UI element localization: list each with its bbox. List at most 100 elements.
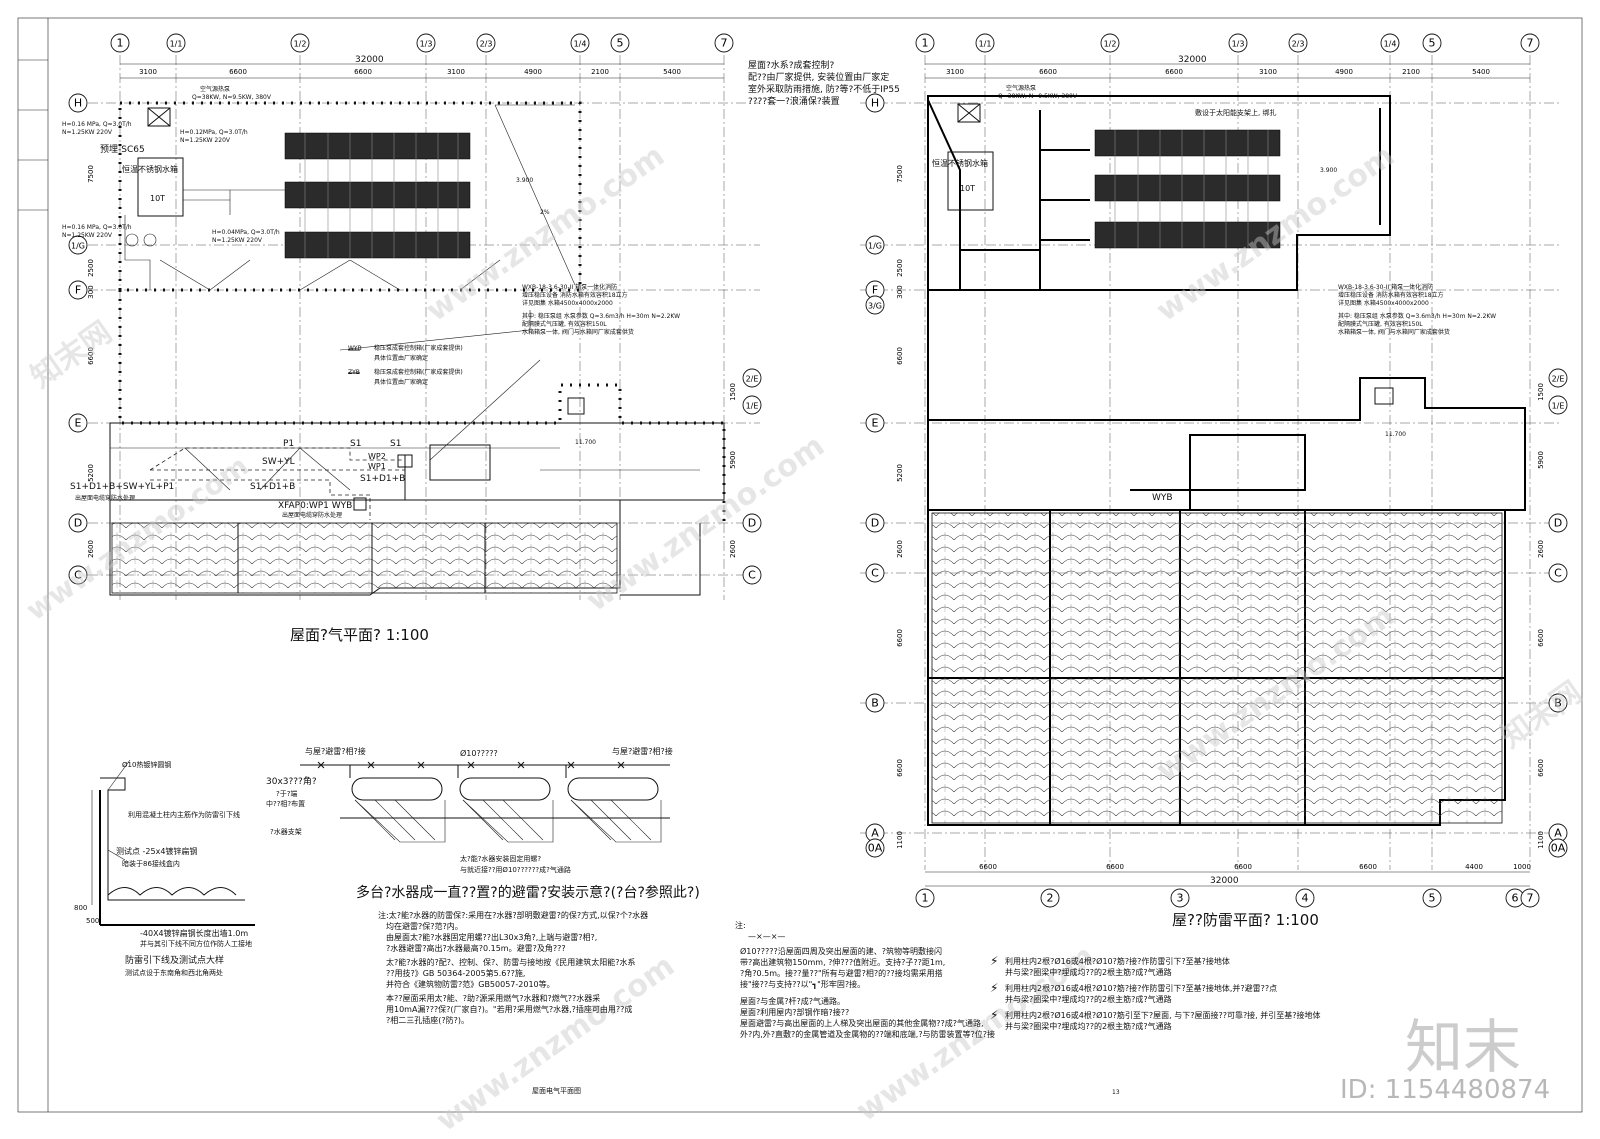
- axis-top-left-bubble: [416, 33, 436, 53]
- note-line: 屋面?与金属?杆?成?气通路。: [740, 997, 845, 1006]
- dimension-top-left: 3100: [139, 68, 157, 76]
- axis-left-right-label: H: [871, 97, 879, 110]
- wire-label: WP1: [368, 462, 386, 471]
- dimension-right-right: 6600: [1537, 629, 1545, 647]
- axis-right-right-bubble: [1548, 693, 1568, 713]
- notes-title: 注:: [735, 921, 746, 930]
- note-pump: H=0.12MPa, Q=3.0T/h: [180, 129, 248, 136]
- detail-label: 与屋?避雷?相?接: [305, 747, 366, 756]
- symbol-note: 利用柱内2根?Ø16或4根?Ø10?筋?接?作防雷引下?至基?接地体: [1005, 957, 1230, 966]
- detail-note: 均在避雷?保?范?内。: [386, 922, 463, 931]
- box-note: 配隔膜式气压罐, 有效容积150L: [522, 321, 607, 328]
- axis-right-left-bubble: [742, 513, 762, 533]
- detail-caption: 防雷引下线及测试点大样: [125, 956, 225, 966]
- axis-right-right-bubble: [1548, 513, 1568, 533]
- lightning-symbol-icon: ⚡: [990, 1008, 999, 1022]
- axis-top-left-label: 1/4: [574, 40, 587, 49]
- dimension-right-right: 1100: [1537, 831, 1545, 849]
- axis-bottom-right-label: 3: [1177, 892, 1184, 905]
- box-note: 其中: 稳压泵组 水泵参数 Q=3.6m3/h H=30m N=2.2KW: [1338, 313, 1497, 320]
- detail-label: 与就近接??用Ø10??????成?气通路: [460, 866, 571, 874]
- dimension-top-right: 3100: [946, 68, 964, 76]
- detail-note: ?相二三孔插座(?防?)。: [386, 1016, 469, 1025]
- wire-label: XFAP0:WP1 WYB: [278, 501, 353, 511]
- note-line: 屋面避雷?与高出屋面的上人梯及突出屋面的其他金属物??成?气通路,: [740, 1019, 984, 1028]
- note-pump-power: N=1.25KW 220V: [180, 137, 230, 144]
- box-note: 详见图集 水箱4500x4000x2000: [1338, 300, 1429, 307]
- lightning-symbol-icon: ⚡: [990, 954, 999, 968]
- dimension-right-right: 5900: [1537, 451, 1545, 469]
- axis-top-right-bubble: [1288, 33, 1308, 53]
- detail-note: 由屋面太?能?水器固定用螺??出L30x3角?,上端与避雷?相?,: [386, 933, 598, 942]
- axis-left-left-bubble: [68, 280, 88, 300]
- axis-right-left-label: D: [748, 517, 756, 530]
- wire-label: SW+YL: [262, 457, 295, 467]
- axis-right-right-label: A: [1554, 827, 1562, 840]
- note-air-spec: Q=38KW, N=9.5KW, 380V: [192, 94, 271, 101]
- axis-left-left-label: E: [75, 417, 82, 430]
- dimension-top-right: 3100: [1259, 68, 1277, 76]
- wire-label: P1: [283, 439, 295, 449]
- detail-note: 本??屋面采用太?能、?助?源采用燃气?水器和?燃气??水器采: [386, 994, 601, 1003]
- axis-left-left-label: 1/G: [71, 242, 85, 251]
- dimension-left-left: 6600: [87, 347, 95, 365]
- axis-left-right-bubble: [865, 295, 885, 315]
- axis-bottom-right-bubble: [915, 888, 935, 908]
- detail-caption: 多台?水器成一直??置?的避雷?安装示意?(?台?参照此?): [356, 885, 700, 901]
- axis-top-right-label: 7: [1527, 37, 1534, 50]
- detail-label: 中??相?布置: [266, 800, 306, 808]
- water-heater-lightning-detail: [300, 761, 670, 843]
- axis-left-right-bubble: [865, 93, 885, 113]
- dimension-left-left: 7500: [87, 165, 95, 183]
- axis-left-left-bubble: [68, 565, 88, 585]
- axis-top-left-bubble: [290, 33, 310, 53]
- symbol-note: 利用柱内2根?Ø16或4根?Ø10?筋引至下?屋面, 与下?屋面接??可靠?接,…: [1005, 1011, 1321, 1020]
- downconductor-detail: [91, 759, 255, 926]
- detail-note: 太?能?水器的?配?、控制、保?、防雷与接地按《民用建筑太阳能?水系: [386, 958, 636, 967]
- box-note-title: WXB-18-3.6-30-II 箱泵一体化消防: [1338, 284, 1434, 291]
- axis-top-left-label: 1/2: [294, 40, 307, 49]
- dimension-top-left: 6600: [354, 68, 372, 76]
- dimension-right-left: 2600: [729, 540, 737, 558]
- axis-left-left-label: C: [74, 569, 82, 582]
- dimension-right-left: 1500: [729, 383, 737, 401]
- dimension-left-left: 300: [87, 285, 95, 298]
- dimension-right-right: 6600: [1537, 759, 1545, 777]
- axis-bottom-right-label: 5: [1429, 892, 1436, 905]
- solar-panel-array: [284, 132, 471, 259]
- detail-note: 并符合《建筑物防雷?范》GB50057-2010等。: [386, 980, 555, 989]
- legend-code: WYB: [348, 345, 362, 352]
- watermark-logo: 知末: [1405, 1013, 1522, 1081]
- wyb-label: WYB: [1152, 493, 1173, 503]
- dimension-top-right: 2100: [1402, 68, 1420, 76]
- dimension-left-right: 5200: [896, 464, 904, 482]
- dimension-bottom-right: 4400: [1465, 863, 1483, 871]
- axis-right-right-bubble: [1548, 395, 1568, 415]
- axis-top-left-bubble: [570, 33, 590, 53]
- dimension-left-right: 6600: [896, 347, 904, 365]
- axis-left-left-label: F: [75, 284, 81, 297]
- water-tank: [137, 157, 184, 217]
- axis-left-right-label: C: [871, 567, 879, 580]
- axis-top-right-label: 5: [1429, 37, 1436, 50]
- solar-note: 敷设于太阳能支架上, 绑扎: [1195, 109, 1277, 117]
- total-dimension: 32000: [1210, 876, 1239, 886]
- axis-left-right-bubble: [865, 413, 885, 433]
- dimension-bottom-right: 6600: [1106, 863, 1124, 871]
- axis-left-right-label: E: [872, 417, 879, 430]
- watermark-id: ID: 1154480874: [1340, 1075, 1551, 1105]
- dimension-top-left: 6600: [229, 68, 247, 76]
- detail-label: -40X4镀锌扁钢长度出墙1.0m: [140, 929, 249, 938]
- box-note-title: WXB-18-3.6-30-II 箱泵一体化消防: [522, 284, 618, 291]
- axis-top-left-bubble: [166, 33, 186, 53]
- axis-left-right-bubble: [865, 838, 885, 858]
- dimension: 800: [74, 904, 88, 912]
- top-note: 配??由厂家提供, 安装位置由厂家定: [748, 73, 890, 83]
- axis-top-right-bubble: [1422, 33, 1442, 53]
- detail-label: Ø10?????: [460, 749, 498, 758]
- dimension-left-left: 2500: [87, 259, 95, 277]
- axis-top-left-bubble: [714, 33, 734, 53]
- axis-left-right-label: 0A: [868, 842, 883, 855]
- axis-right-right-label: B: [1554, 697, 1562, 710]
